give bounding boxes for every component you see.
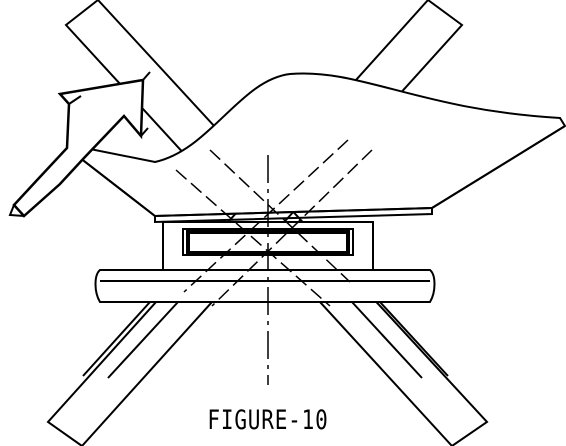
arrow-icon (12, 78, 145, 218)
arrow-bevel (8, 71, 151, 217)
rail (94, 269, 436, 303)
panel-bottom-edge (154, 208, 433, 224)
panel-edge (74, 125, 566, 218)
panel-sheet (74, 72, 566, 218)
cross-overlay (82, 301, 449, 379)
figure-caption: FIGURE-10 (207, 405, 329, 436)
hidden-lines (175, 139, 373, 307)
